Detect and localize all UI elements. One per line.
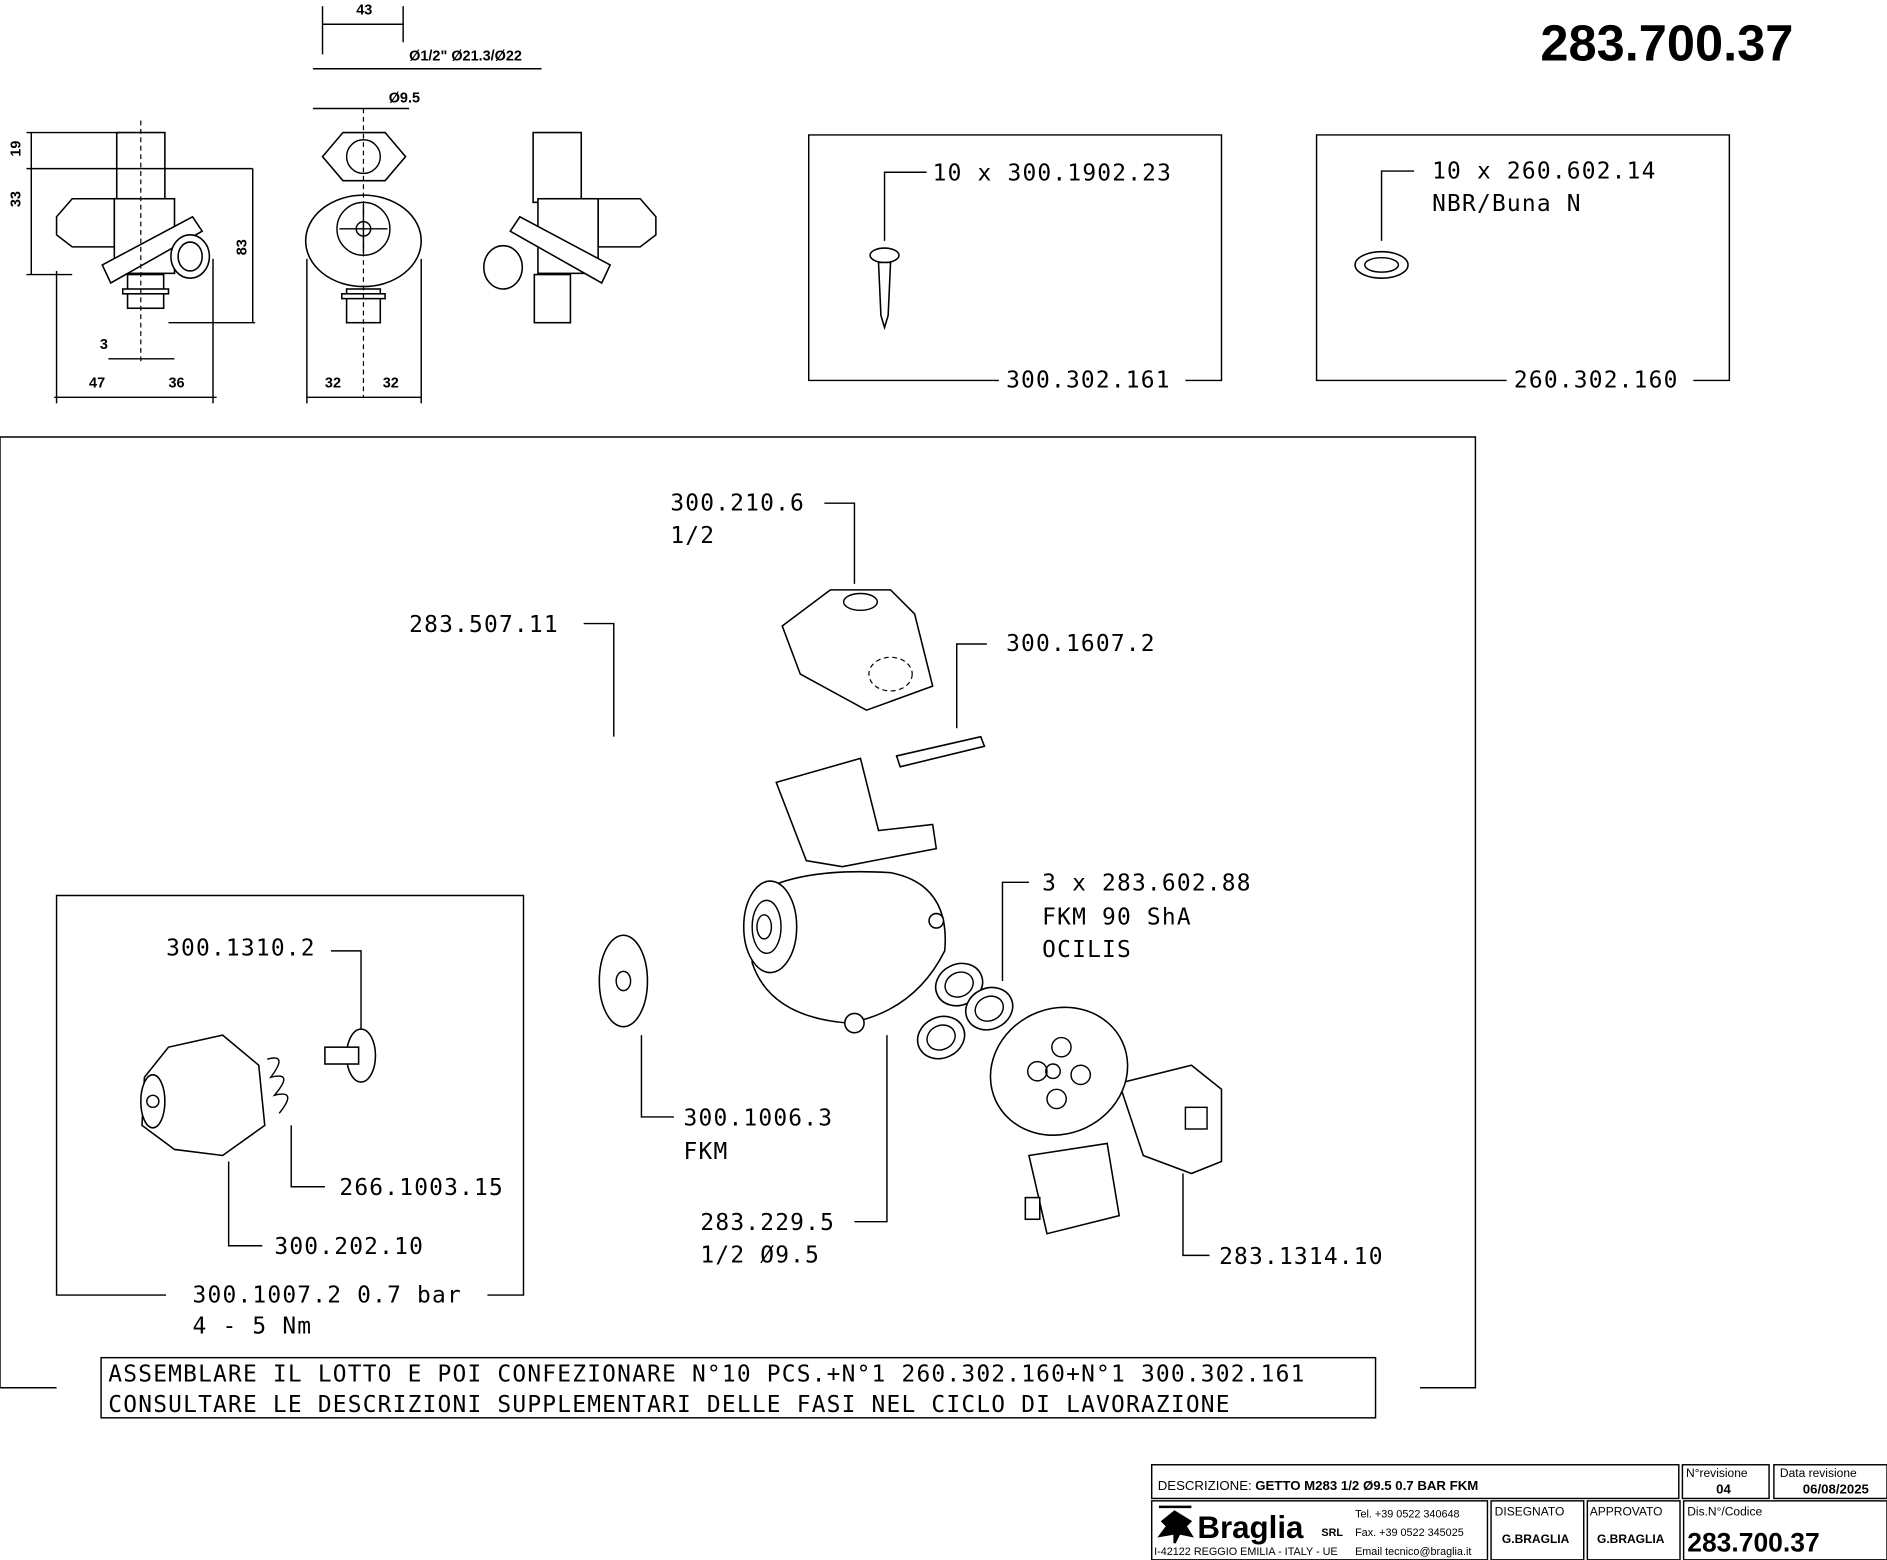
label-seals-material: FKM 90 ShA bbox=[1042, 904, 1192, 930]
oring-kit-material: NBR/Buna N bbox=[1432, 191, 1582, 217]
note-line-1: ASSEMBLARE IL LOTTO E POI CONFEZIONARE N… bbox=[108, 1362, 1305, 1388]
dim-43: 43 bbox=[356, 3, 372, 19]
label-nozzle-code: 283.1314.10 bbox=[1219, 1244, 1384, 1270]
company-tel: Tel. +39 0522 340648 bbox=[1355, 1509, 1459, 1521]
label-pin-code: 300.1607.2 bbox=[1006, 631, 1156, 657]
dim-32-left: 32 bbox=[325, 376, 341, 392]
check-valve-parts bbox=[140, 950, 377, 1247]
screw-kit-qty: 10 x 300.1902.23 bbox=[933, 161, 1172, 187]
dim-36: 36 bbox=[168, 376, 184, 392]
front-view bbox=[55, 120, 211, 362]
description-value: GETTO M283 1/2 Ø9.5 0.7 BAR FKM bbox=[1255, 1478, 1478, 1493]
label-clip-code: 283.507.11 bbox=[409, 612, 559, 638]
dim-19: 19 bbox=[8, 141, 24, 157]
description-label: DESCRIZIONE: bbox=[1158, 1478, 1252, 1493]
drawn-label: DISEGNATO bbox=[1495, 1504, 1565, 1518]
exploded-view-frame bbox=[0, 436, 1477, 1389]
label-body-code: 283.229.5 bbox=[700, 1210, 835, 1236]
title-block bbox=[1150, 1464, 1887, 1560]
note-line-2: CONSULTARE LE DESCRIZIONI SUPPLEMENTARI … bbox=[108, 1392, 1230, 1418]
company-suffix: SRL bbox=[1321, 1527, 1343, 1539]
drawn-by: G.BRAGLIA bbox=[1502, 1532, 1570, 1546]
dim-47: 47 bbox=[89, 376, 105, 392]
company-logo-icon bbox=[1157, 1505, 1194, 1544]
code-value: 283.700.37 bbox=[1687, 1527, 1819, 1557]
label-seals-code: 3 x 283.602.88 bbox=[1042, 871, 1252, 897]
disc-part bbox=[598, 934, 649, 1028]
label-disc-code: 300.1006.3 bbox=[684, 1105, 834, 1131]
label-spring-code: 266.1003.15 bbox=[339, 1175, 504, 1201]
revision-date-label: Data revisione bbox=[1780, 1466, 1857, 1480]
label-body-size: 1/2 Ø9.5 bbox=[700, 1243, 820, 1269]
clip-part bbox=[584, 688, 756, 871]
label-clamp-size: 1/2 bbox=[670, 523, 715, 549]
approved-by: G.BRAGLIA bbox=[1597, 1532, 1665, 1546]
screw-kit-code: 300.302.161 bbox=[1006, 368, 1171, 394]
revision-label: N°revisione bbox=[1686, 1466, 1748, 1480]
dimension-lines bbox=[26, 6, 542, 404]
company-email: Email tecnico@braglia.it bbox=[1355, 1546, 1471, 1558]
seal-rings bbox=[916, 962, 1014, 1060]
pin-part bbox=[895, 735, 986, 768]
clamp-part bbox=[781, 589, 934, 712]
dim-32-right: 32 bbox=[383, 376, 399, 392]
label-valve-seat-code: 300.1310.2 bbox=[166, 936, 316, 962]
label-check-valve-torque: 4 - 5 Nm bbox=[193, 1314, 313, 1340]
company-fax: Fax. +39 0522 345025 bbox=[1355, 1527, 1464, 1539]
side-view bbox=[304, 108, 422, 398]
nozzle-part bbox=[989, 1006, 1223, 1235]
dim-83: 83 bbox=[235, 239, 251, 255]
oring-kit-qty: 10 x 260.602.14 bbox=[1432, 158, 1657, 184]
rear-view bbox=[483, 131, 657, 324]
body-part bbox=[742, 757, 947, 1034]
label-clamp-code: 300.210.6 bbox=[670, 490, 805, 516]
approved-label: APPROVATO bbox=[1590, 1504, 1663, 1518]
dim-bore: Ø9.5 bbox=[389, 90, 420, 106]
company-name: Braglia bbox=[1197, 1510, 1304, 1545]
leader-lines bbox=[583, 502, 1210, 1257]
revision-value: 04 bbox=[1716, 1482, 1731, 1497]
dim-thread: Ø1/2" Ø21.3/Ø22 bbox=[409, 48, 522, 64]
drawing-number: 283.700.37 bbox=[1540, 14, 1793, 71]
notes-box bbox=[100, 1356, 1377, 1419]
oring-kit-code: 260.302.160 bbox=[1514, 368, 1679, 394]
revision-date-value: 06/08/2025 bbox=[1803, 1482, 1869, 1497]
label-disc-material: FKM bbox=[684, 1139, 729, 1165]
code-label: Dis.N°/Codice bbox=[1687, 1504, 1762, 1518]
kit-box-screws bbox=[807, 134, 1223, 382]
label-check-valve-code: 300.1007.2 0.7 bar bbox=[193, 1282, 462, 1308]
label-cap-code: 300.202.10 bbox=[274, 1234, 424, 1260]
company-address: I-42122 REGGIO EMILIA - ITALY - UE bbox=[1154, 1546, 1338, 1558]
dim-3: 3 bbox=[100, 337, 108, 353]
check-valve-frame bbox=[55, 894, 525, 1296]
label-seals-brand: OCILIS bbox=[1042, 937, 1132, 963]
dim-33: 33 bbox=[8, 191, 24, 207]
kit-box-orings bbox=[1315, 134, 1731, 382]
